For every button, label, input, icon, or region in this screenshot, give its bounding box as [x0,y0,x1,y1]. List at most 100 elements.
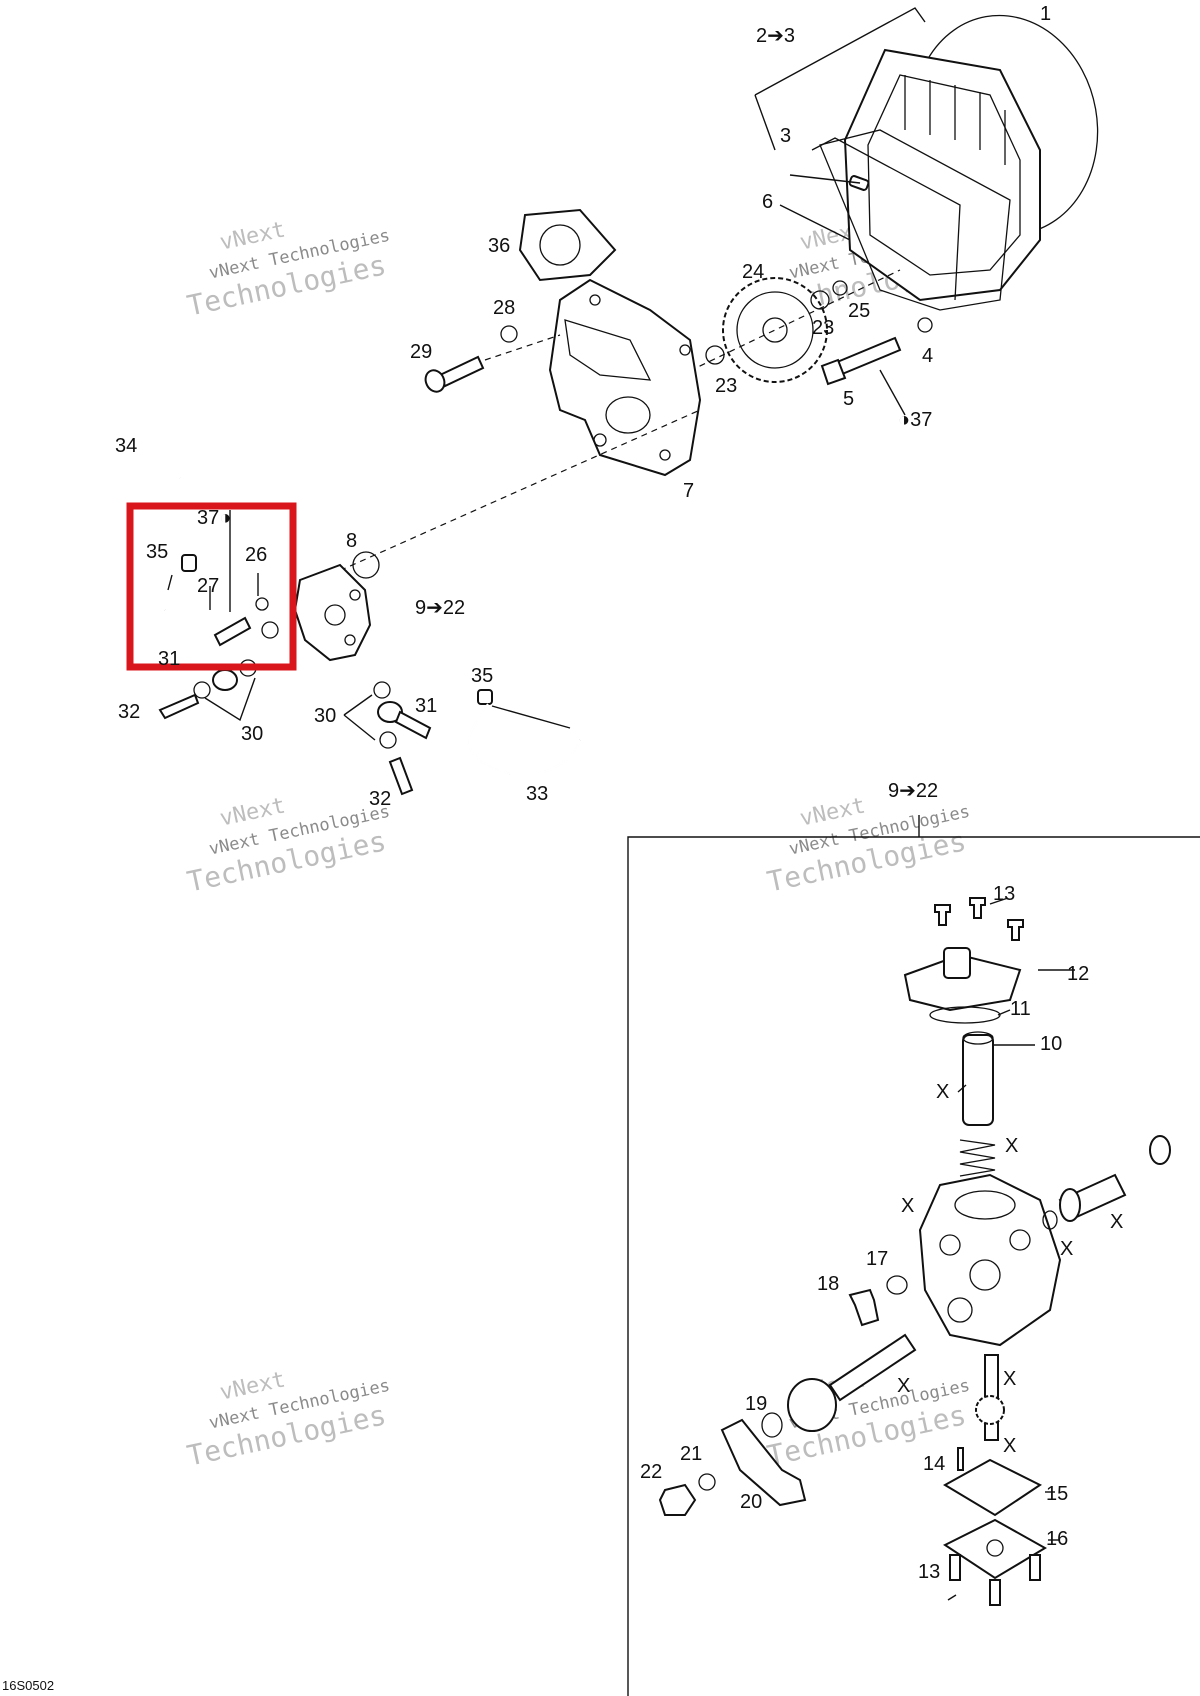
callout-6: 6 [762,191,773,213]
callout-8: 8 [346,530,357,552]
screw-27 [213,616,252,647]
pump-shaft [828,1333,917,1402]
oil-pump-left [167,510,380,662]
callout-23-upper: 23 [812,317,834,339]
gasket-15 [943,1458,1042,1517]
highlight-box [126,502,297,671]
callout-31-right: 31 [415,695,437,717]
callout-18: 18 [817,1273,839,1295]
gasket-36 [518,208,617,282]
callout-21: 21 [680,1443,702,1465]
callout-31-box: 31 [158,648,180,670]
callout-16: 16 [1046,1528,1068,1550]
callout-3: 3 [780,125,791,147]
x-mark-8: X [1003,1435,1016,1457]
x-mark-5: X [1060,1238,1073,1260]
seal-ring [1149,1135,1171,1165]
plug-18 [848,1288,880,1327]
washer-30-a [193,681,211,699]
callout-19: 19 [745,1393,767,1415]
callout-17: 17 [866,1248,888,1270]
bolt-29 [424,325,561,393]
screw-13-c [1007,919,1024,941]
callout-9-22: 9➔22 [415,597,465,619]
screw-13-a [934,904,951,926]
screw-13-b [969,897,986,919]
callout-13-bottom: 13 [918,1561,940,1583]
housing-cover [843,48,1041,302]
callout-5: 5 [843,388,854,410]
x-mark-4: X [1110,1211,1123,1233]
callout-13-top: 13 [993,883,1015,905]
x-mark-3: X [901,1195,914,1217]
watermark-top-left: vNext vNext Technologies Technologies [184,217,391,322]
bolt-32-right [388,756,414,796]
plate-16 [943,1518,1047,1580]
diagram-code: 16S0502 [2,1678,54,1693]
callout-1: 1 [1040,3,1051,25]
washer-28 [500,325,518,343]
x-mark-1: X [936,1081,949,1103]
washer-23-lower [705,345,725,365]
pump-housing-7 [548,278,702,477]
callout-32-left: 32 [118,701,140,723]
callout-33: 33 [526,783,548,805]
x-mark-7: X [1003,1368,1016,1390]
callout-2-3: 2➔3 [756,25,795,47]
callout-35-right: 35 [471,665,493,687]
washer-25 [832,280,848,296]
fitting-35-right [477,689,493,705]
callout-24: 24 [742,261,764,283]
callout-11: 11 [1010,998,1031,1020]
detail-pump-parts [658,897,1171,1606]
fittings-bottom-left [158,659,581,796]
callout-30-right: 30 [314,705,336,727]
banjo-31-left [212,669,238,691]
x-mark-2: X [1005,1135,1018,1157]
pump-body [918,1173,1062,1347]
gear-24 [722,277,828,383]
cover-assembly [754,7,1099,416]
callout-35-box: 35 [146,541,168,563]
callout-27: 27 [197,575,219,597]
washer-4 [917,317,933,333]
washer-19 [761,1412,783,1438]
bracket-2-3 [754,7,926,96]
detail-panel [627,815,1200,1696]
callout-32-right: 32 [369,788,391,810]
callout-labels: 1 2➔3 3 6 36 24 28 23 25 29 23 4 5 ◑37 3… [2,3,1123,1693]
nut-22 [658,1483,697,1516]
spring [959,1139,996,1177]
callout-20: 20 [740,1491,762,1513]
plunger-10 [962,1034,994,1126]
callout-28: 28 [493,297,515,319]
pin-14 [957,1447,964,1471]
callout-34: 34 [115,435,137,457]
callout-26: 26 [245,544,267,566]
callout-4: 4 [922,345,933,367]
oil-line-34 [109,475,181,611]
circlip-21 [698,1473,716,1491]
washer-30-b [373,681,391,699]
lever-20 [720,1418,807,1507]
washer-26 [255,597,269,611]
x-mark-6: X [897,1375,910,1397]
callout-10: 10 [1040,1033,1062,1055]
callout-14: 14 [923,1453,945,1475]
callout-25: 25 [848,300,870,322]
gear-20 [787,1378,837,1432]
washer-17 [886,1275,908,1295]
callout-30-left: 30 [241,723,263,745]
callout-37-top: ◑37 [898,409,932,431]
callout-15: 15 [1046,1483,1068,1505]
callout-22: 22 [640,1461,662,1483]
watermark-mid-left: vNext vNext Technologies Technologies [184,793,391,898]
watermark-mid-right: vNext vNext Technologies Technologies [764,793,971,898]
callout-23-lower: 23 [715,375,737,397]
bolt-32-left [158,693,200,720]
callout-36: 36 [488,235,510,257]
o-ring-8 [352,551,380,579]
callout-9-22-detail: 9➔22 [888,780,938,802]
gasket-6 [819,129,1011,311]
callout-12: 12 [1067,963,1089,985]
